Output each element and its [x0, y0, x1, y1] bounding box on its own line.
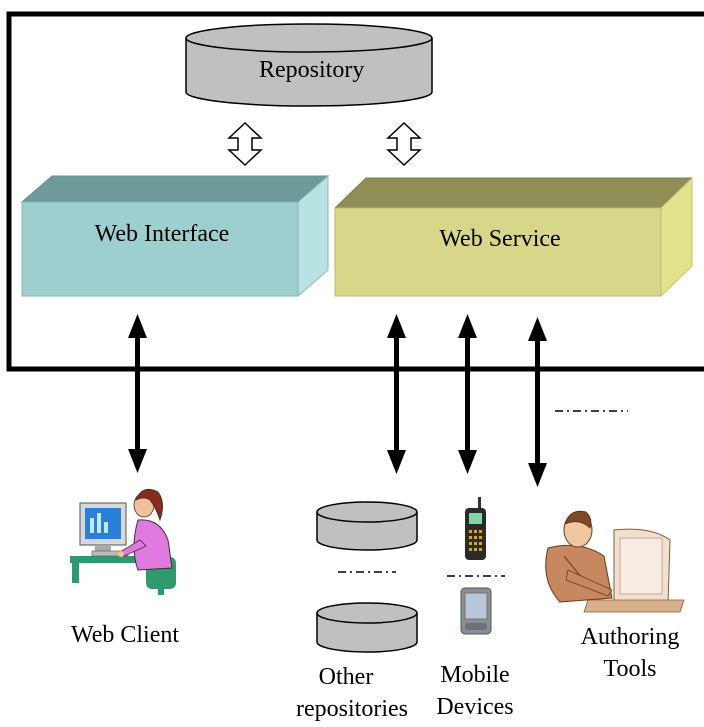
web-service-box: [333, 176, 694, 298]
hollow-double-arrow-left: [227, 121, 263, 167]
hollow-double-arrow-right: [386, 121, 422, 167]
authoring-tools-label-line2: Tools: [603, 656, 657, 682]
other-repositories-label-line2: repositories: [296, 696, 408, 722]
database-icon: [316, 602, 418, 653]
man-at-computer-icon: [545, 510, 685, 613]
arrow-mobile-devices: [458, 314, 477, 474]
arrow-web-client: [128, 314, 147, 473]
web-client-label: Web Client: [70, 622, 180, 648]
web-service-label: Web Service: [439, 226, 561, 252]
other-repositories-label-line1: Other: [318, 664, 374, 690]
arrow-other-repositories: [387, 314, 406, 474]
web-interface-box: [20, 174, 330, 298]
pda-icon: [460, 587, 492, 635]
repository-label: Repository: [259, 57, 365, 83]
arrow-authoring-tools: [528, 317, 547, 487]
web-interface-label: Web Interface: [94, 221, 230, 247]
mobile-phone-icon: [465, 497, 486, 560]
database-icon: [316, 501, 418, 551]
system-boundary: [6, 11, 704, 372]
mobile-devices-label-line1: Mobile: [440, 662, 510, 688]
person-at-computer-icon: [70, 488, 176, 595]
authoring-tools-label-line1: Authoring: [580, 624, 680, 650]
mobile-devices-label-line2: Devices: [436, 694, 514, 720]
repository-cylinder: [185, 23, 433, 107]
